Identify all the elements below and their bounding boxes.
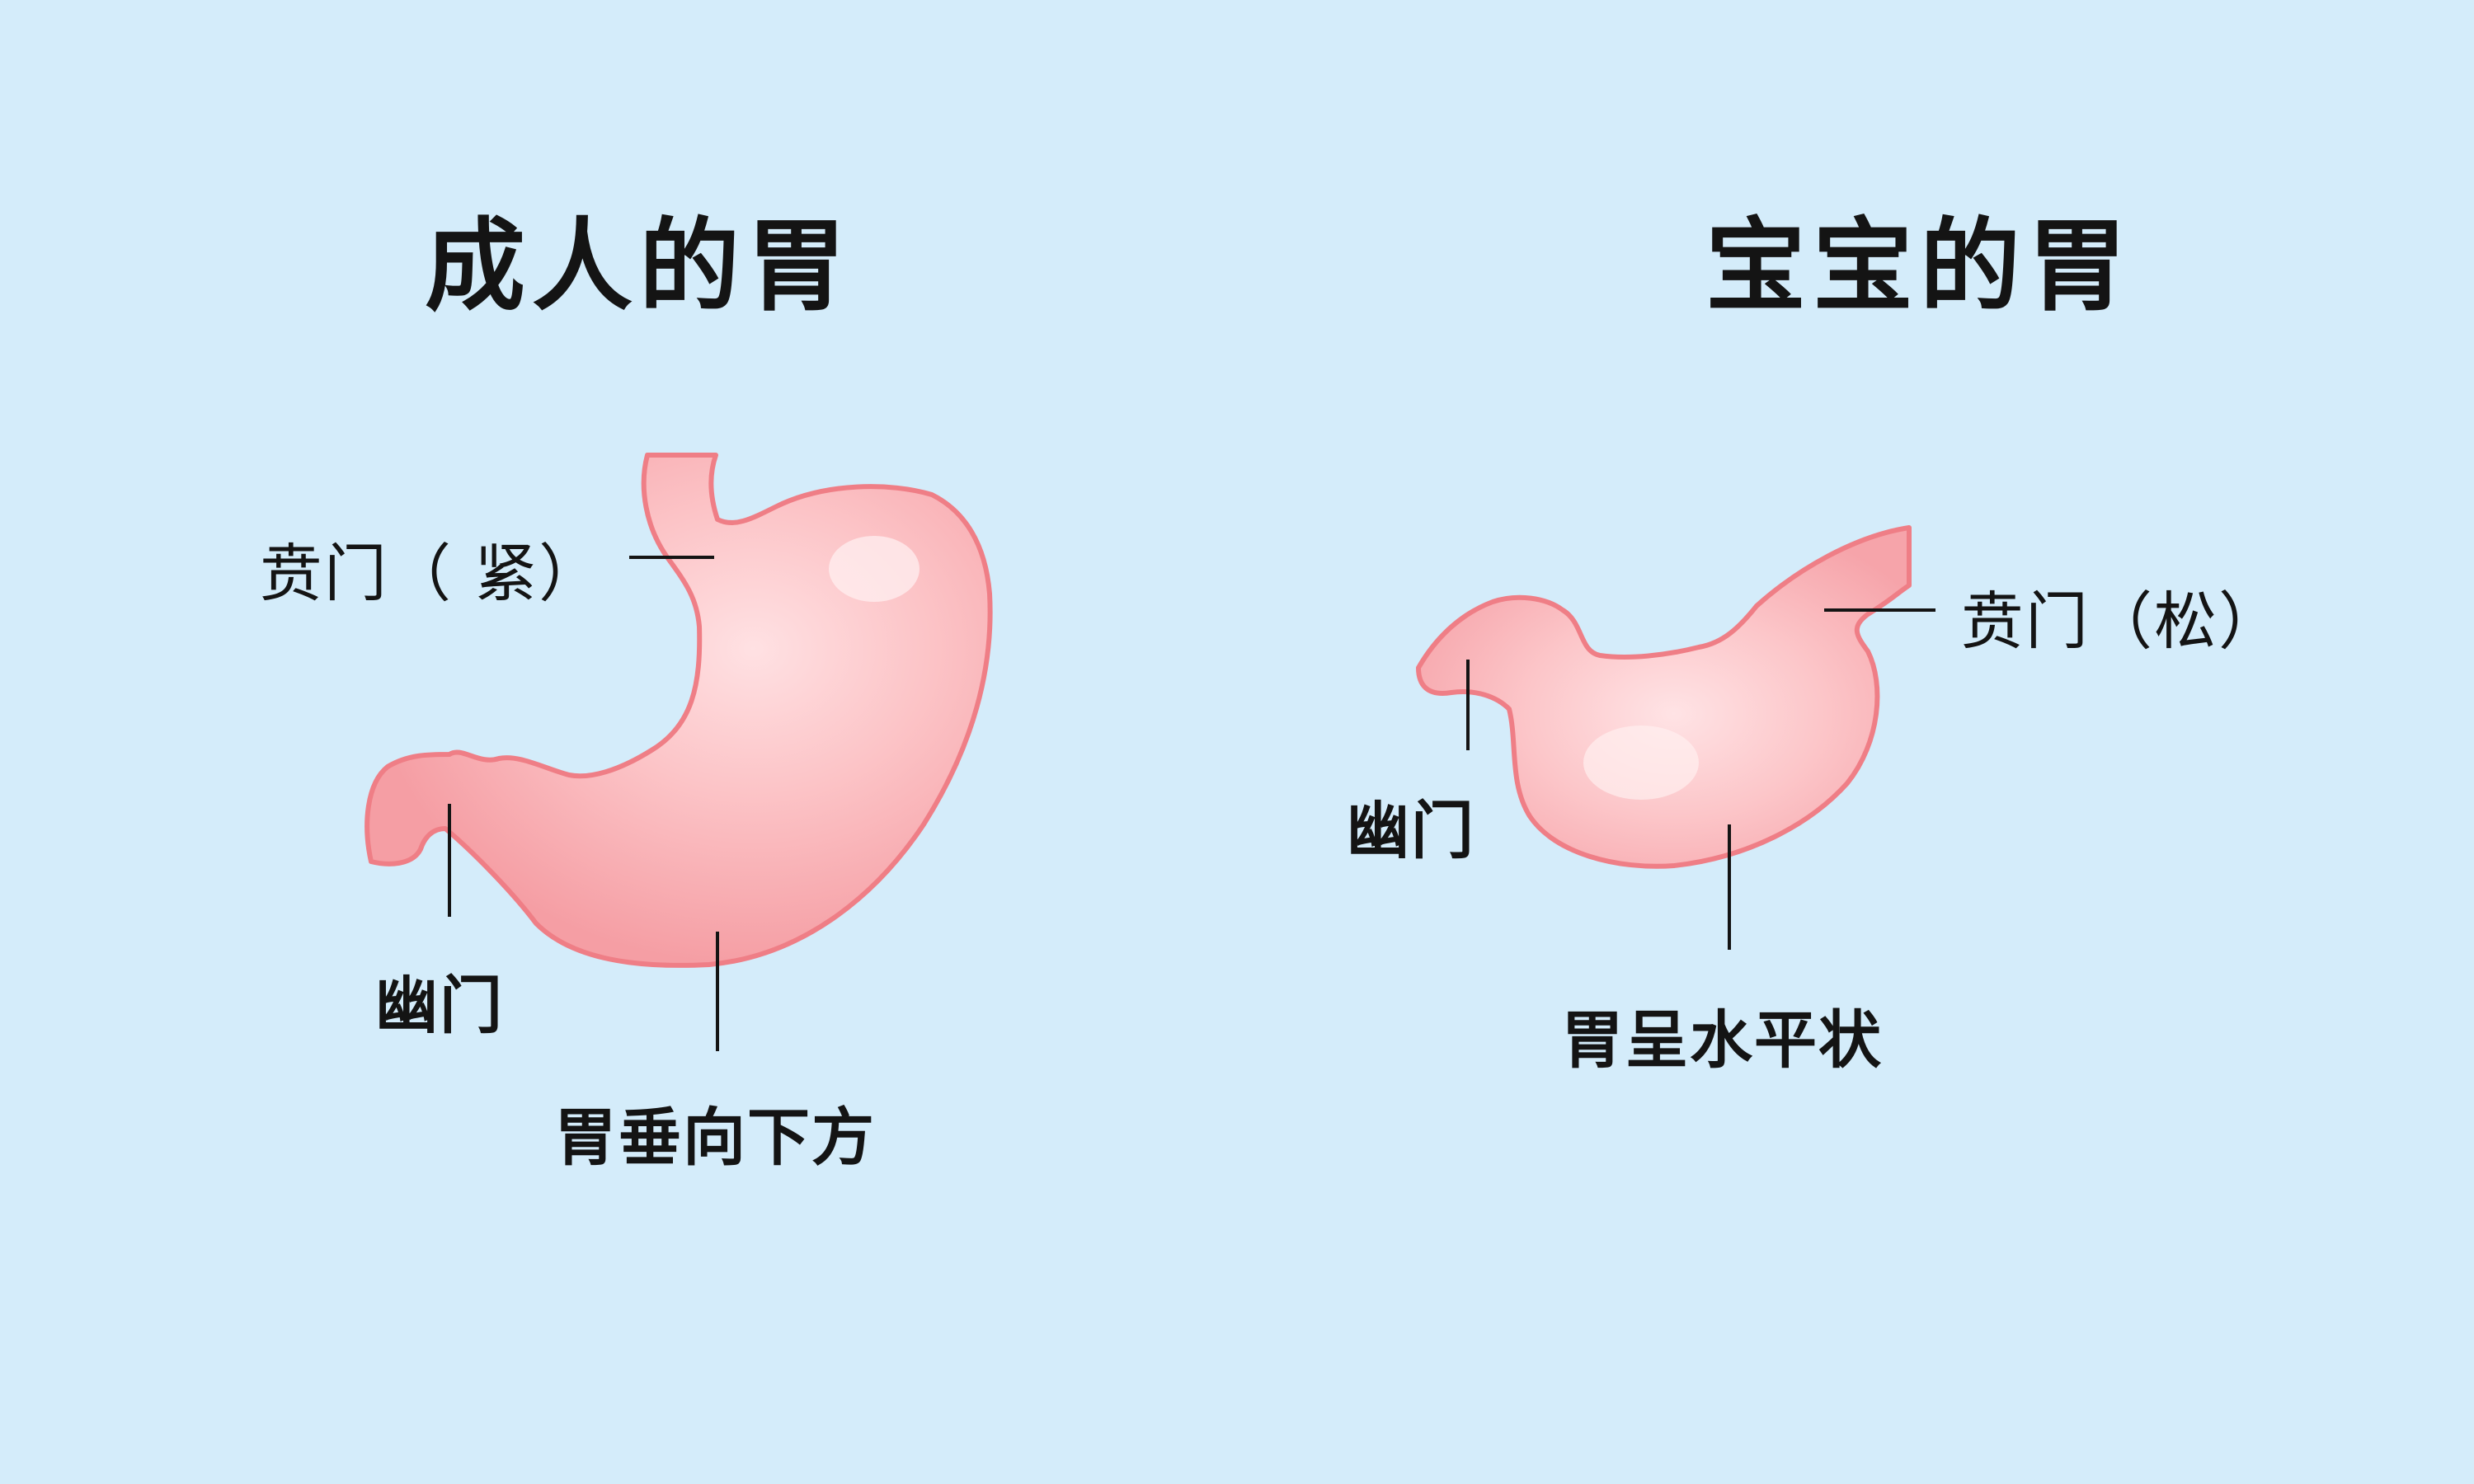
- adult-pylorus-label: 幽门: [375, 969, 504, 1042]
- baby-highlight: [1583, 726, 1699, 800]
- baby-body-label: 胃呈水平状: [1561, 1003, 1883, 1077]
- adult-stomach: [365, 453, 993, 968]
- adult-body-label: 胃垂向下方: [554, 1101, 876, 1174]
- baby-stomach: [1416, 525, 1912, 869]
- adult-cardia-label: 贲门（ 紧）: [260, 537, 604, 610]
- adult-highlight: [829, 536, 920, 602]
- baby-pylorus-label: 幽门: [1347, 794, 1475, 867]
- adult-title: 成人的胃: [425, 208, 854, 325]
- baby-cardia-label: 贲门（松）: [1961, 585, 2283, 658]
- baby-title: 宝宝的胃: [1705, 208, 2134, 325]
